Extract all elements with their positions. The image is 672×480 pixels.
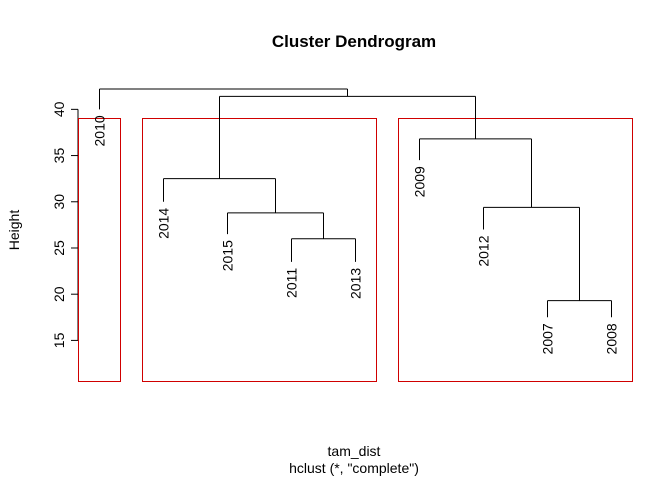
y-axis-label: Height xyxy=(6,210,22,251)
leaf-label-2013: 2013 xyxy=(348,268,364,299)
leaf-label-2011: 2011 xyxy=(284,268,300,298)
cluster-box xyxy=(78,118,121,382)
method-sublabel: hclust (*, "complete") xyxy=(289,460,419,476)
leaf-label-2015: 2015 xyxy=(220,240,236,271)
y-tick-label: 20 xyxy=(51,286,67,302)
cluster-box xyxy=(142,118,377,382)
y-tick-label: 25 xyxy=(51,240,67,256)
y-tick-label: 35 xyxy=(51,148,67,164)
chart-title: Cluster Dendrogram xyxy=(272,32,436,51)
cluster-rectangles xyxy=(78,118,633,382)
y-axis: 15 20 25 30 35 40 xyxy=(51,101,79,348)
y-tick-label: 30 xyxy=(51,194,67,210)
leaf-label-2010: 2010 xyxy=(92,115,108,146)
y-tick-label: 40 xyxy=(51,101,67,117)
cluster-box xyxy=(398,118,633,382)
leaf-label-2014: 2014 xyxy=(156,208,172,239)
leaf-label-2009: 2009 xyxy=(412,166,428,197)
x-axis-label: tam_dist xyxy=(328,443,381,459)
y-tick-label: 15 xyxy=(51,332,67,348)
leaf-label-2012: 2012 xyxy=(476,235,492,266)
leaf-label-2008: 2008 xyxy=(604,323,620,354)
leaf-labels: 2010 2014 2015 2011 2013 2009 2012 2007 2008 xyxy=(92,115,620,354)
leaf-label-2007: 2007 xyxy=(540,323,556,354)
dendrogram-tree xyxy=(99,88,612,318)
